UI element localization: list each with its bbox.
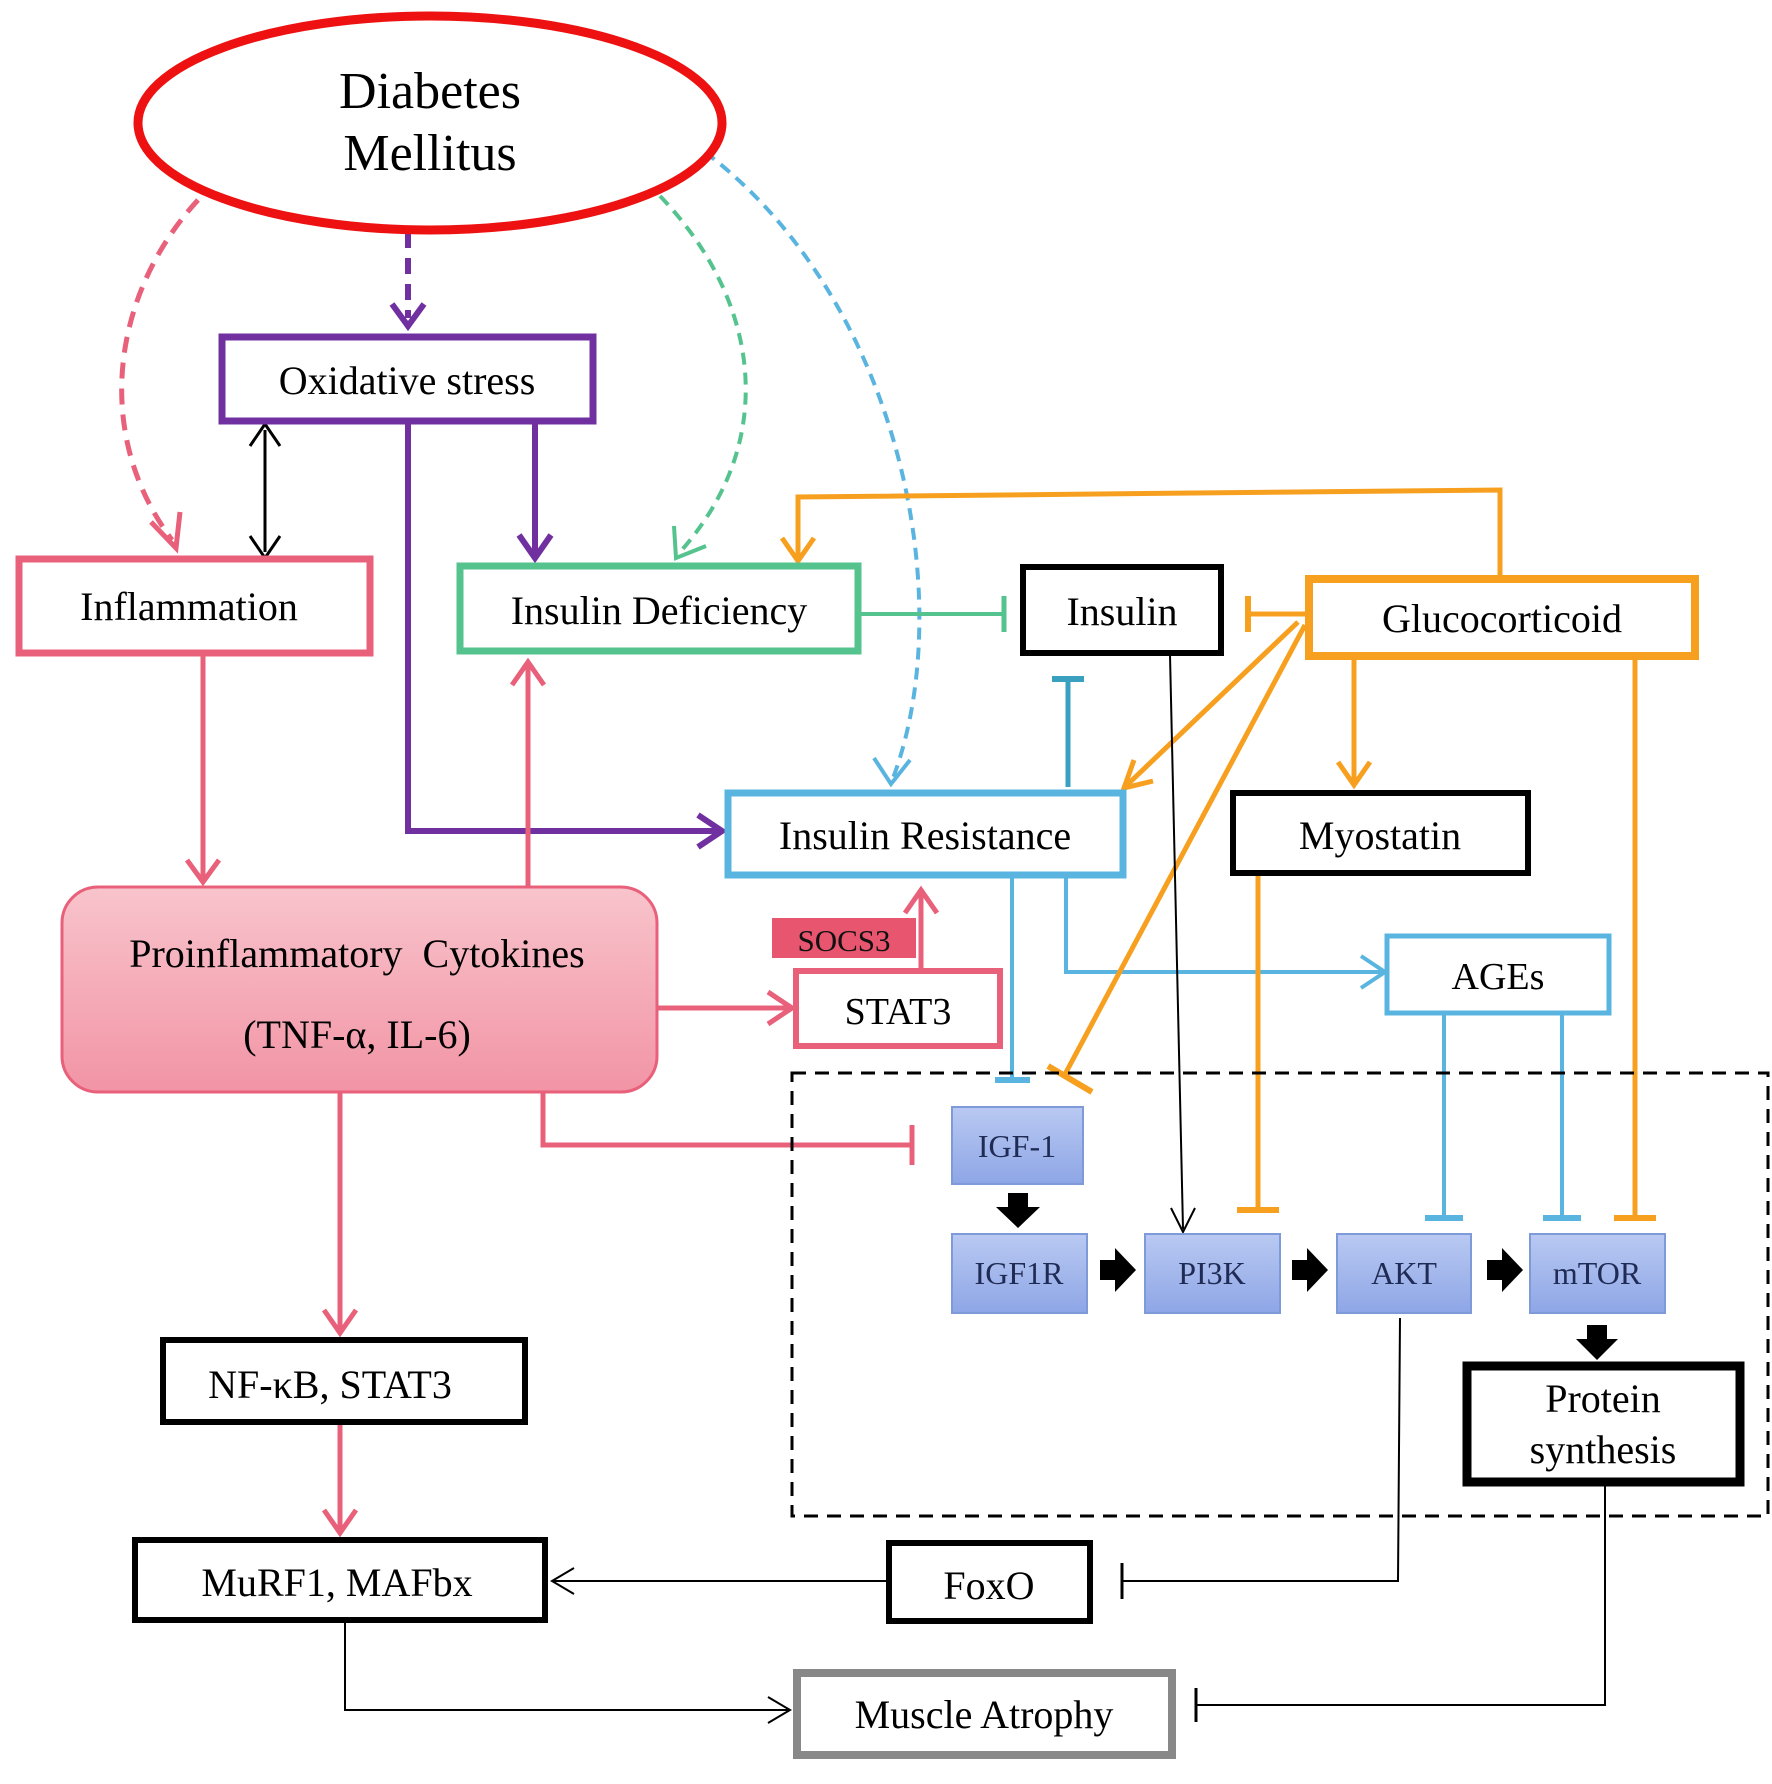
igf1r-node: IGF1R [951,1233,1088,1314]
myostatin-node: Myostatin [1230,790,1531,876]
edge-glucocorticoid-inhibit-igf1 [1046,623,1308,1095]
edge-diabetes-to-insulin-resistance [703,150,922,788]
edge-oxidative-to-insulin-resistance [405,421,728,850]
igf1-label: IGF-1 [978,1128,1056,1164]
edge-oxidative-inflammation-bidirectional [248,421,282,561]
edge-insulin-resistance-to-ages [1064,877,1389,990]
edge-igf1-to-igf1r [996,1193,1040,1228]
akt-node: AKT [1336,1233,1472,1314]
murf1-mafbx-label: MuRF1, MAFbx [201,1560,472,1605]
muscle-atrophy-node: Muscle Atrophy [793,1669,1176,1759]
edges [119,150,1656,1724]
oxidative-stress-node: Oxidative stress [218,333,597,425]
edge-mtor-to-protein-synthesis [1576,1325,1618,1360]
edge-stat3-to-insulin-resistance [902,885,940,970]
stat3-node: STAT3 [793,968,1003,1049]
edge-cytokines-inhibit-igf1 [540,1093,915,1165]
edge-glucocorticoid-to-insulin-resistance [1120,620,1300,792]
edge-cytokines-to-insulin-deficiency [509,657,547,886]
inflammation-label: Inflammation [80,584,298,629]
edge-murf1-to-muscle-atrophy [344,1620,792,1724]
edge-akt-to-mtor [1487,1248,1523,1292]
edge-glucocorticoid-to-myostatin [1335,655,1373,790]
foxo-label: FoxO [943,1563,1034,1608]
diabetes-mellitus-node: Diabetes Mellitus [133,11,727,235]
nfkb-stat3-node: NF-κB, STAT3 [160,1337,528,1425]
proinflammatory-cytokines-node: Proinflammatory Cytokines (TNF-α, IL-6) [60,885,659,1094]
igf1r-label: IGF1R [975,1255,1065,1291]
insulin-resistance-label: Insulin Resistance [779,813,1071,858]
insulin-deficiency-label: Insulin Deficiency [511,588,808,633]
edge-glucocorticoid-inhibit-insulin [1245,596,1305,632]
insulin-node: Insulin [1020,564,1224,656]
diabetes-label-line1: Diabetes [339,63,521,120]
edge-cytokines-to-nfkb [321,1093,359,1338]
protein-synthesis-label-line1: Protein [1545,1376,1661,1421]
cytokines-label-line2: (TNF-α, IL-6) [243,1012,471,1057]
edge-diabetes-to-oxidative-stress [389,232,427,332]
muscle-cell-region [790,1071,1770,1518]
nfkb-stat3-label: NF-κB, STAT3 [208,1362,452,1407]
stat3-label: STAT3 [845,991,952,1033]
edge-insulin-resistance-inhibit-insulin [1052,676,1084,787]
insulin-resistance-node: Insulin Resistance [724,789,1127,879]
pi3k-label: PI3K [1178,1255,1246,1291]
edge-insulin-to-pi3k [1169,654,1196,1235]
edge-nfkb-to-murf1 [321,1424,359,1538]
murf1-mafbx-node: MuRF1, MAFbx [132,1537,548,1623]
edge-foxo-to-murf1 [550,1567,886,1595]
edge-ages-inhibit-mtor [1543,1013,1581,1221]
akt-label: AKT [1371,1255,1437,1291]
glucocorticoid-node: Glucocorticoid [1305,575,1699,660]
edge-diabetes-to-insulin-deficiency [658,194,748,561]
diabetes-label-line2: Mellitus [343,125,516,182]
pi3k-node: PI3K [1144,1233,1281,1314]
myostatin-label: Myostatin [1299,813,1461,858]
edge-glucocorticoid-inhibit-mtor [1614,655,1656,1221]
edge-insulin-resistance-inhibit-igf1 [995,877,1030,1083]
edge-pi3k-to-akt [1292,1248,1328,1292]
glucocorticoid-label: Glucocorticoid [1382,596,1622,641]
edge-myostatin-inhibit-pi3k [1237,873,1279,1213]
muscle-atrophy-label: Muscle Atrophy [855,1692,1114,1737]
edge-cytokines-to-stat3 [657,989,797,1027]
edge-protein-synthesis-inhibit-muscle-atrophy [1194,1485,1606,1722]
mtor-label: mTOR [1553,1255,1642,1291]
edge-diabetes-to-inflammation [119,198,200,554]
oxidative-stress-label: Oxidative stress [279,358,536,403]
ages-label: AGEs [1452,956,1545,998]
edge-akt-inhibit-foxo [1120,1317,1401,1599]
edge-glucocorticoid-to-insulin-deficiency [779,487,1503,575]
edge-inflammation-to-cytokines [184,655,222,887]
edge-oxidative-to-insulin-deficiency [516,421,554,564]
insulin-label: Insulin [1066,589,1177,634]
inflammation-node: Inflammation [15,555,374,657]
edge-ages-inhibit-akt [1425,1013,1463,1221]
foxo-node: FoxO [886,1540,1093,1624]
mtor-node: mTOR [1529,1233,1666,1314]
edge-insulin-deficiency-inhibit-insulin [859,596,1007,632]
protein-synthesis-label-line2: synthesis [1530,1427,1677,1472]
ages-node: AGEs [1384,933,1612,1016]
socs3-node: SOCS3 [772,918,916,958]
cytokines-label-line1: Proinflammatory Cytokines [129,931,585,976]
socs3-label: SOCS3 [797,923,890,958]
protein-synthesis-node: Protein synthesis [1462,1361,1745,1487]
edge-igf1r-to-pi3k [1100,1248,1136,1292]
igf1-node: IGF-1 [951,1106,1084,1185]
insulin-deficiency-node: Insulin Deficiency [456,562,862,655]
